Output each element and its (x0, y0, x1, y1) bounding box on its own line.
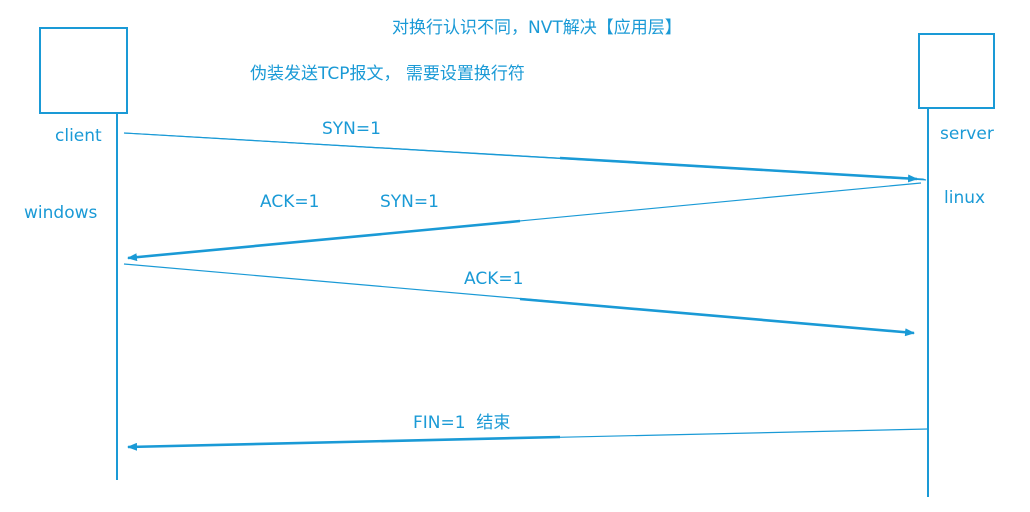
client-os-label: windows (24, 203, 97, 223)
message-1-arrow-thick (559, 156, 918, 183)
message-2-arrow-thick (127, 219, 521, 262)
client-role-label: client (55, 126, 102, 146)
server-box (918, 33, 995, 109)
client-box (39, 27, 128, 114)
message-4-label: FIN=1 结束 (413, 413, 510, 433)
server-role-label: server (940, 124, 994, 144)
message-2-label-ack: ACK=1 (260, 192, 319, 212)
message-4-arrow-thick (127, 435, 561, 451)
message-3-arrow-thick (519, 297, 915, 337)
diagram-subtitle: 伪装发送TCP报文， 需要设置换行符 (250, 64, 525, 84)
server-os-label: linux (944, 188, 985, 208)
message-3-label: ACK=1 (464, 269, 523, 289)
diagram-title: 对换行认识不同，NVT解决【应用层】 (392, 18, 682, 38)
message-1-label: SYN=1 (322, 119, 381, 139)
message-2-label-syn: SYN=1 (380, 192, 439, 212)
